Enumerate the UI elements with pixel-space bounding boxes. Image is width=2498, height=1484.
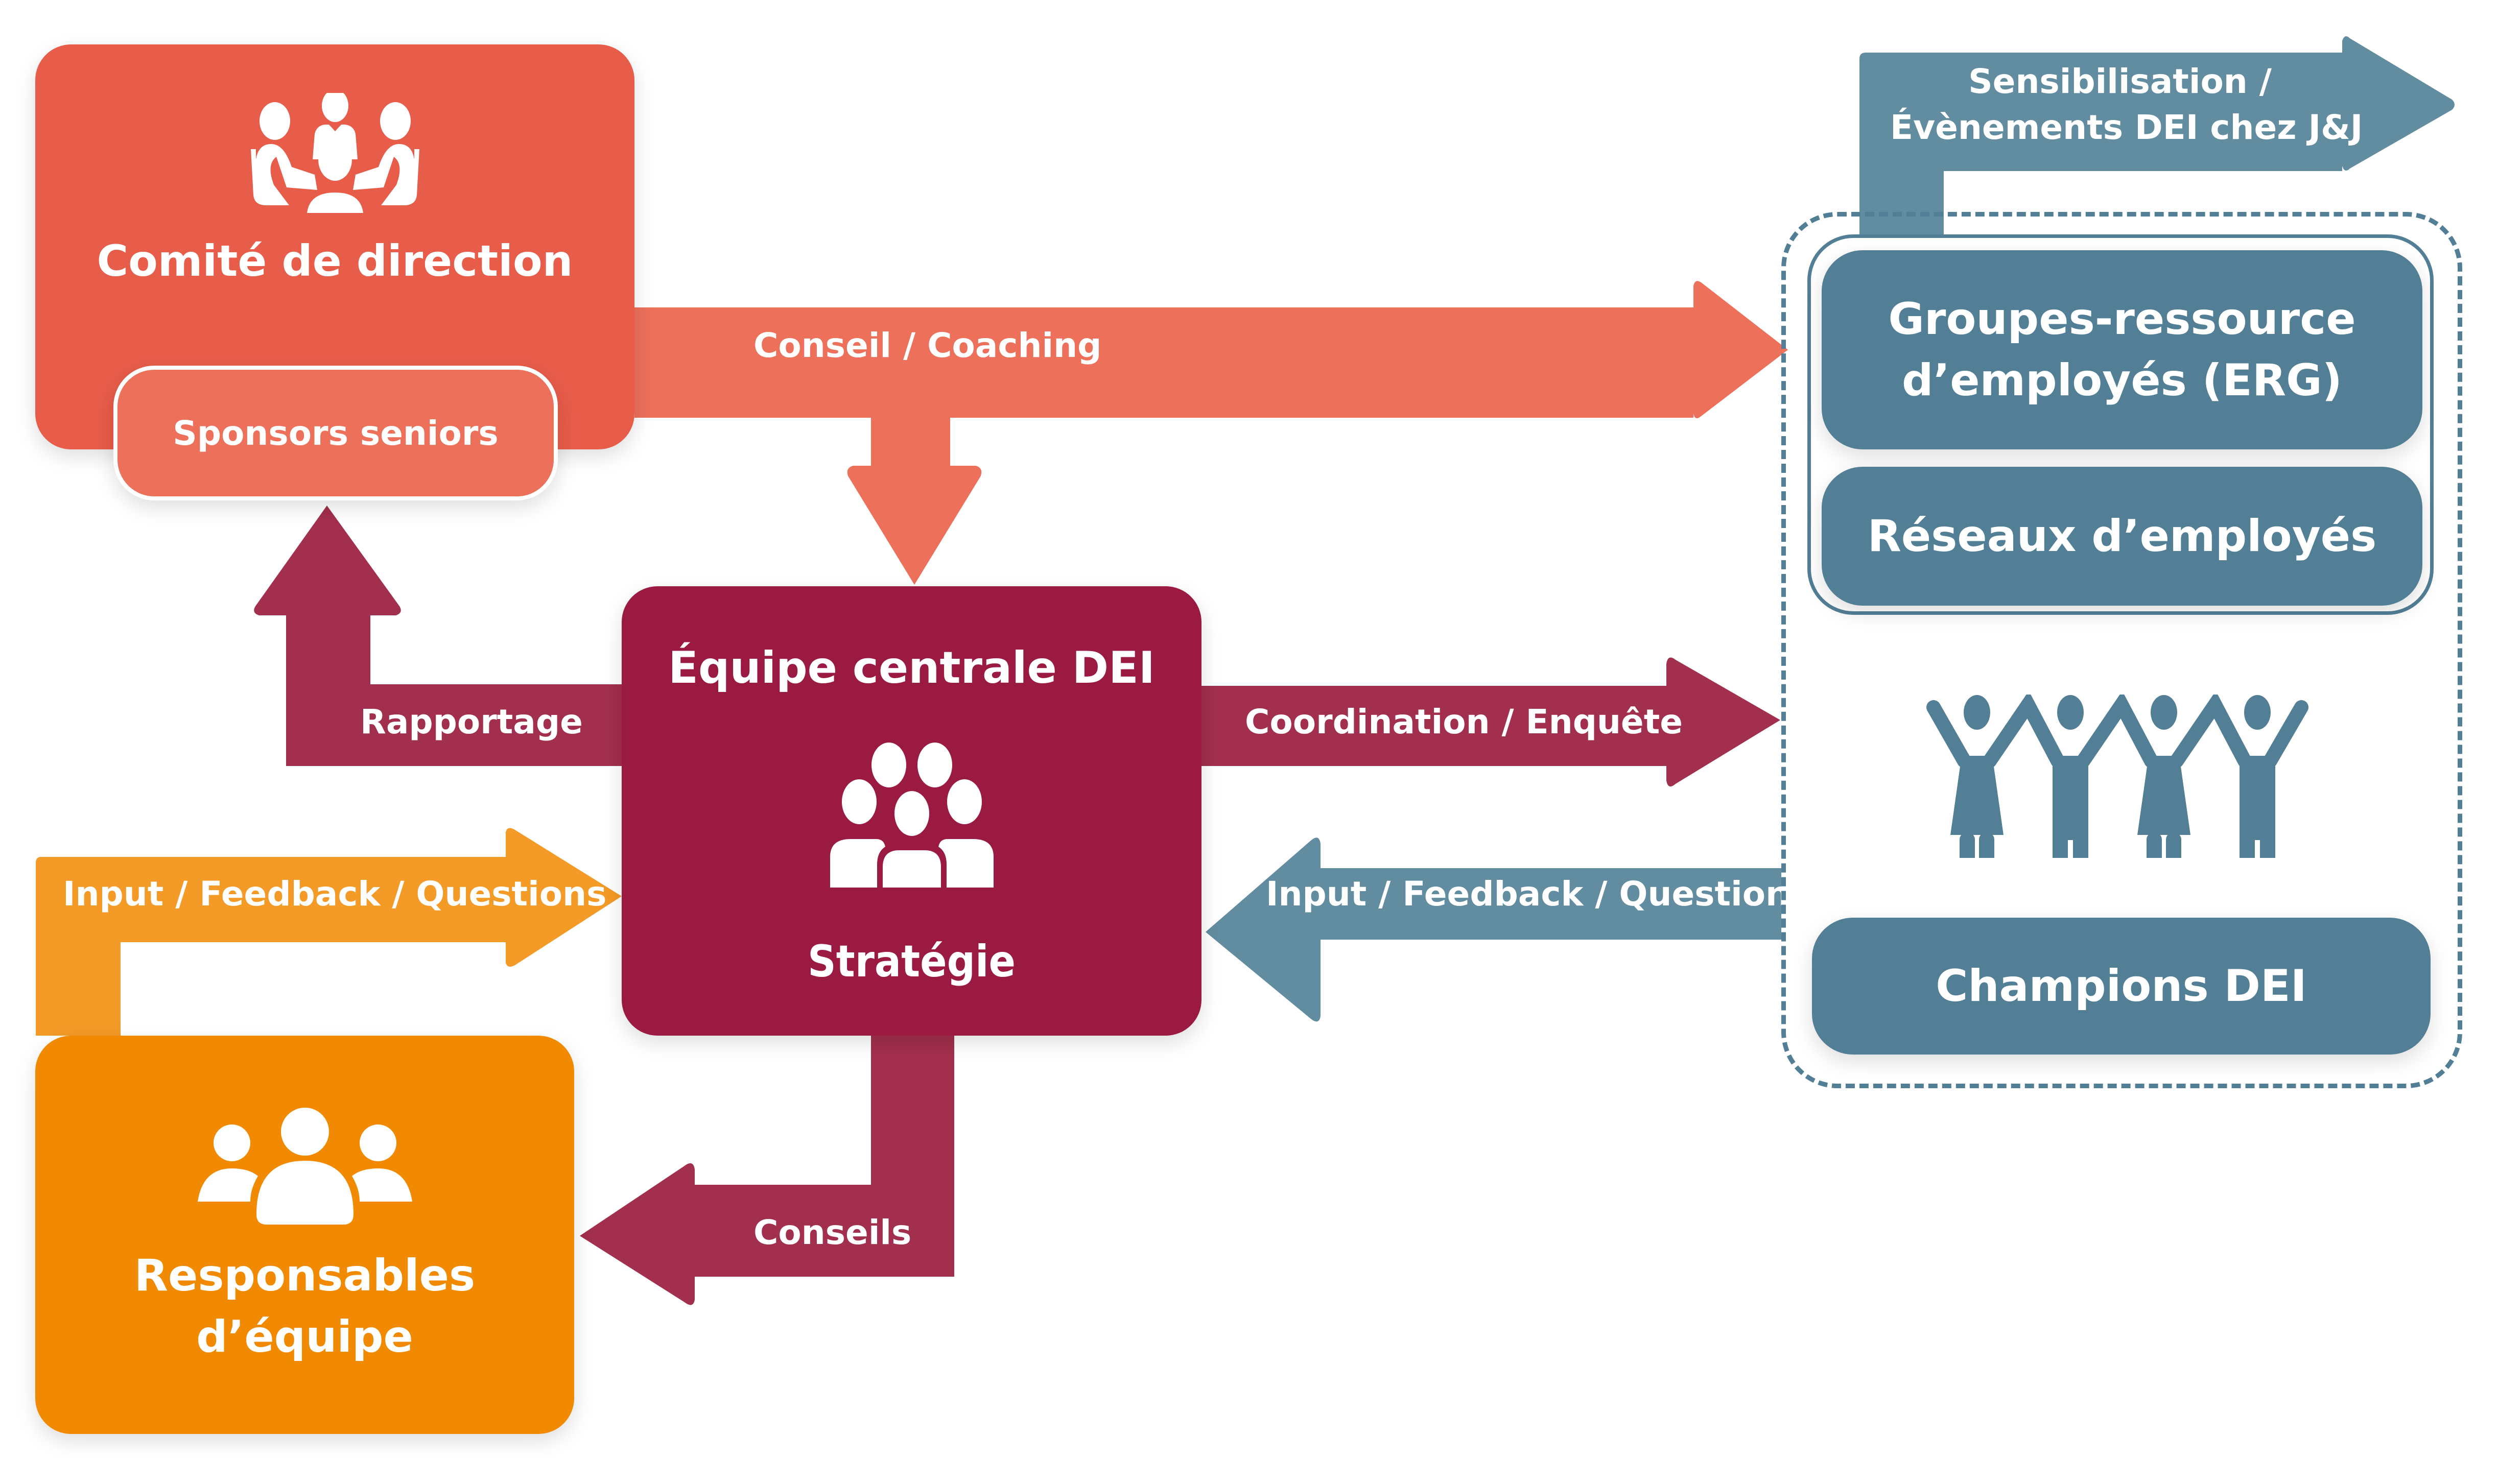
comite-title: Comité de direction	[97, 236, 573, 286]
meeting-icon	[250, 93, 419, 213]
arrow-label-conseil-coaching: Conseil / Coaching	[753, 326, 1102, 365]
arrow-rapportage	[254, 506, 622, 766]
reseaux-title: Réseaux d’employés	[1867, 511, 2377, 562]
arrow-input-right	[1206, 837, 1781, 1022]
responsables-equipe-node: Responsables d’équipe	[35, 1036, 574, 1434]
arrow-label-conseils: Conseils	[753, 1213, 912, 1252]
arrow-conseil-coaching	[634, 281, 1788, 585]
arrow-sensibilisation	[1859, 36, 2455, 240]
equipe-centrale-dei-node: Équipe centrale DEI Stratégie	[622, 586, 1201, 1036]
arrow-label-input-right: Input / Feedback / Questions	[1266, 874, 1810, 914]
arrow-coordination	[1201, 657, 1780, 787]
responsables-title-line2: d’équipe	[196, 1311, 413, 1362]
erg-node: Groupes-ressource d’employés (ERG)	[1822, 250, 2422, 449]
equipe-subtitle: Stratégie	[808, 936, 1016, 987]
sponsors-seniors-node: Sponsors seniors	[113, 366, 558, 500]
erg-title-line2: d’employés (ERG)	[1902, 355, 2342, 406]
equipe-title: Équipe centrale DEI	[668, 642, 1155, 693]
erg-title: Groupes-ressource d’employés (ERG)	[1888, 289, 2355, 411]
arrow-conseils	[580, 1036, 954, 1305]
responsables-title-line1: Responsables	[134, 1250, 476, 1301]
arrow-label-sensibilisation-line1: Sensibilisation /	[1968, 62, 2272, 101]
arrow-label-coordination: Coordination / Enquête	[1245, 702, 1683, 741]
responsables-title: Responsables d’équipe	[134, 1245, 475, 1368]
team-icon	[197, 1108, 412, 1225]
champions-title: Champions DEI	[1936, 961, 2307, 1012]
reseaux-employes-node: Réseaux d’employés	[1822, 467, 2422, 606]
champions-dei-node: Champions DEI	[1812, 918, 2431, 1055]
arrow-input-left	[36, 828, 622, 1036]
sponsors-title: Sponsors seniors	[173, 413, 499, 453]
arrow-label-rapportage: Rapportage	[360, 702, 583, 741]
people-holding-hands-icon	[1926, 695, 2308, 858]
arrow-label-sensibilisation-line2: Évènements DEI chez J&J	[1890, 108, 2363, 147]
group-icon	[830, 743, 994, 888]
arrow-label-input-left: Input / Feedback / Questions	[63, 874, 607, 914]
erg-title-line1: Groupes-ressource	[1888, 294, 2356, 345]
employee-network-group	[1781, 212, 2462, 1088]
arrow-label-sensibilisation: Sensibilisation / Évènements DEI chez J&…	[1890, 59, 2363, 151]
